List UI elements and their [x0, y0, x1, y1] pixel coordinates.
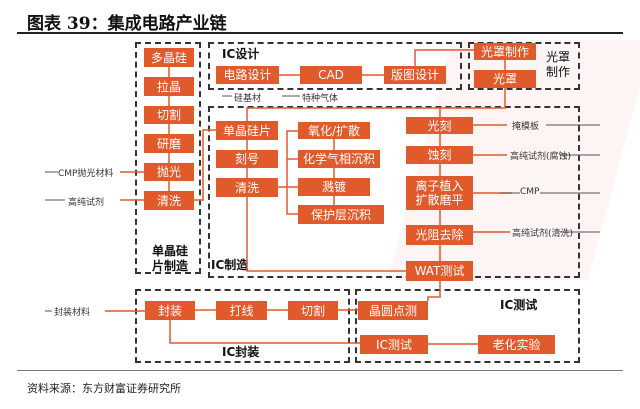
label-design: IC设计: [222, 47, 260, 61]
step-clean: 清洗: [144, 191, 194, 210]
footer-rule: [17, 370, 623, 371]
step-wat-test: WAT测试: [406, 261, 473, 281]
input-mask-plate: 掩模板: [512, 122, 540, 132]
step-marking: 刻号: [216, 150, 278, 168]
step-crystal-pull: 拉晶: [144, 77, 194, 96]
input-gas: 特种气体: [302, 94, 339, 104]
step-circuit-design: 电路设计: [216, 66, 279, 84]
step-wire-bond: 打线: [216, 301, 267, 320]
label-fab: IC制造: [211, 258, 249, 272]
group-package: [135, 289, 350, 363]
input-hp-etch: 高纯试剂(腐蚀): [510, 152, 572, 162]
label-test: IC测试: [500, 298, 538, 312]
input-hp-reagent: 高纯试剂: [68, 198, 105, 208]
step-cvd: 化学气相沉积: [298, 150, 380, 168]
step-sputter: 溅镀: [298, 178, 370, 196]
input-cmp-polish: CMP抛光材料: [58, 169, 114, 179]
step-cad: CAD: [300, 66, 362, 84]
step-resist-strip: 光阻去除: [406, 225, 473, 245]
step-burn-in: 老化实验: [478, 335, 555, 354]
step-etch: 蚀刻: [406, 146, 473, 164]
step-ic-test: IC测试: [360, 335, 428, 354]
group-test: [355, 289, 580, 363]
step-polysilicon: 多晶硅: [144, 48, 194, 67]
title-rule: [17, 32, 623, 34]
group-fab: [208, 106, 580, 278]
input-hp-clean: 高纯试剂(清洗): [512, 229, 574, 239]
step-oxidation: 氧化/扩散: [298, 122, 370, 139]
step-dicing: 切割: [288, 301, 338, 320]
step-wafer: 单晶硅片: [216, 121, 278, 140]
label-wafer: 单晶硅片制造: [151, 244, 188, 273]
step-lithography: 光刻: [406, 117, 473, 134]
label-package: IC封装: [222, 345, 260, 359]
step-wafer-probe: 晶圆点测: [358, 301, 428, 320]
input-cmp: CMP: [520, 187, 540, 197]
step-packaging: 封装: [145, 301, 195, 320]
input-pkg-material: 封装材料: [54, 308, 91, 318]
step-polish: 抛光: [144, 163, 194, 181]
source-note: 资料来源：东方财富证券研究所: [27, 382, 181, 395]
step-mask: 光罩: [474, 70, 536, 88]
step-layout-design: 版图设计: [384, 66, 446, 84]
step-grind: 研磨: [144, 134, 194, 153]
step-passivation: 保护层沉积: [298, 205, 384, 224]
figure-title: 图表 39：集成电路产业链: [27, 14, 227, 34]
input-si-base: 硅基材: [234, 94, 262, 104]
group-design: [208, 42, 462, 90]
step-mask-making: 光罩制作: [474, 43, 536, 60]
step-ion-implant: 离子植入扩散磨平: [406, 176, 473, 210]
label-mask: 光罩制作: [546, 50, 571, 79]
group-wafer: [135, 42, 201, 274]
step-fab-clean: 清洗: [216, 178, 278, 197]
step-cut: 切割: [144, 106, 194, 124]
